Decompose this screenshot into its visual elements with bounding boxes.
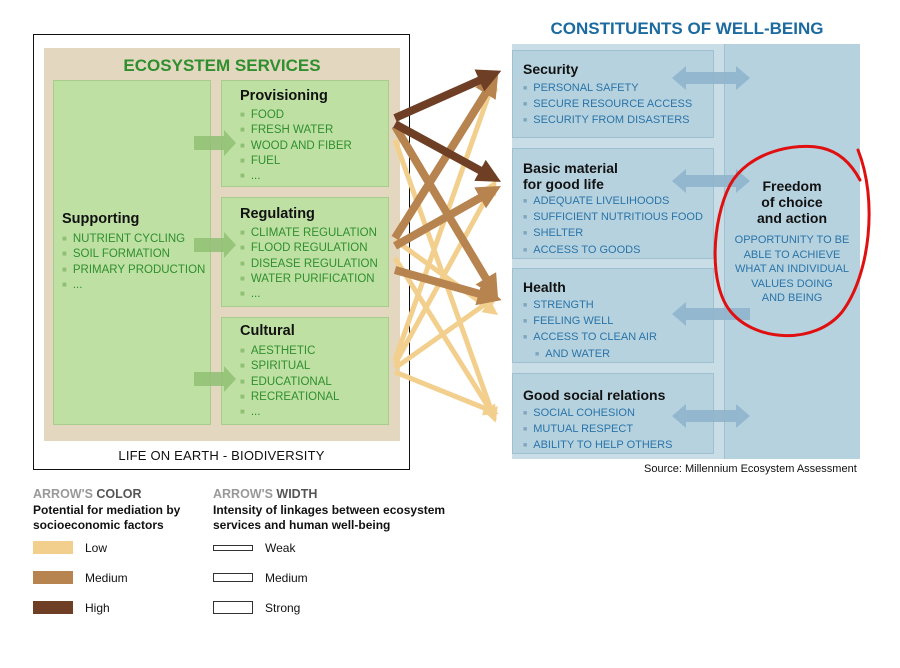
- well-being-title: CONSTITUENTS OF WELL-BEING: [550, 19, 824, 38]
- regulating-title: Regulating: [240, 206, 315, 222]
- legend-color-heading: ARROW'S COLOR: [33, 487, 142, 501]
- social-relations-title: Good social relations: [523, 387, 666, 403]
- list-item: MUTUAL RESPECT: [523, 422, 672, 438]
- list-item-continued: AND WATER: [523, 347, 657, 363]
- list-item: SPIRITUAL: [240, 359, 339, 374]
- legend-width-strong: [213, 601, 253, 614]
- list-item: FUEL: [240, 154, 352, 169]
- freedom-column: [724, 44, 860, 459]
- list-item: SOIL FORMATION: [62, 247, 205, 262]
- list-item: SOCIAL COHESION: [523, 406, 672, 422]
- biodiversity-label: LIFE ON EARTH - BIODIVERSITY: [118, 448, 325, 463]
- list-item: PRIMARY PRODUCTION: [62, 263, 205, 278]
- linkage-arrow: [391, 123, 499, 299]
- legend-swatch-low: [33, 541, 73, 554]
- provisioning-title: Provisioning: [240, 88, 328, 104]
- basic-material-title: Basic material for good life: [523, 160, 618, 192]
- list-item: SHELTER: [523, 226, 703, 242]
- legend-label-width-medium: Medium: [265, 571, 308, 585]
- provisioning-list: FOOD FRESH WATER WOOD AND FIBER FUEL ...: [240, 108, 352, 184]
- list-item: DISEASE REGULATION: [240, 257, 378, 272]
- list-item: ...: [240, 169, 352, 184]
- green-arrow: [194, 130, 236, 156]
- supporting-list: NUTRIENT CYCLING SOIL FORMATION PRIMARY …: [62, 232, 205, 293]
- cultural-title: Cultural: [240, 323, 295, 339]
- legend-label-high: High: [85, 601, 110, 615]
- legend-label-medium: Medium: [85, 571, 128, 585]
- health-list: STRENGTH FEELING WELL ACCESS TO CLEAN AI…: [523, 298, 657, 363]
- red-annotation-circle: [713, 144, 871, 338]
- legend-width-medium: [213, 573, 253, 582]
- list-item: FOOD: [240, 108, 352, 123]
- list-item: STRENGTH: [523, 298, 657, 314]
- supporting-title: Supporting: [62, 211, 140, 227]
- blue-arrows: [672, 66, 750, 428]
- security-list: PERSONAL SAFETY SECURE RESOURCE ACCESS S…: [523, 81, 692, 130]
- source-note: Source: Millennium Ecosystem Assessment: [644, 463, 857, 475]
- list-item: ABILITY TO HELP OTHERS: [523, 438, 672, 454]
- legend-swatch-high: [33, 601, 73, 614]
- list-item: ACCESS TO GOODS: [523, 243, 703, 259]
- legend-width-weak: [213, 545, 253, 551]
- freedom-title: Freedom of choice and action: [756, 178, 827, 226]
- freedom-description: OPPORTUNITY TO BE ABLE TO ACHIEVE WHAT A…: [734, 234, 850, 304]
- list-item: WOOD AND FIBER: [240, 139, 352, 154]
- left-arrow: [672, 302, 750, 326]
- cultural-list: AESTHETIC SPIRITUAL EDUCATIONAL RECREATI…: [240, 344, 340, 420]
- list-item: WATER PURIFICATION: [240, 272, 378, 287]
- list-item: ADEQUATE LIVELIHOODS: [523, 194, 703, 210]
- linkage-arrow: [393, 120, 502, 182]
- legend-label-strong: Strong: [265, 601, 301, 615]
- green-arrow: [194, 232, 236, 258]
- list-item: ...: [62, 278, 205, 293]
- linkage-arrow: [392, 256, 497, 421]
- linkage-arrow: [393, 295, 499, 371]
- linkage-arrow: [391, 73, 499, 241]
- regulating-list: CLIMATE REGULATION FLOOD REGULATION DISE…: [240, 226, 378, 302]
- double-arrow: [672, 404, 750, 428]
- security-title: Security: [523, 61, 579, 77]
- linkage-arrow: [393, 186, 501, 250]
- basic-material-list: ADEQUATE LIVELIHOODS SUFFICIENT NUTRITIO…: [523, 194, 703, 259]
- ecosystem-services-title: ECOSYSTEM SERVICES: [123, 56, 321, 75]
- list-item: PERSONAL SAFETY: [523, 81, 692, 97]
- list-item: FLOOD REGULATION: [240, 241, 378, 256]
- linkage-arrow: [393, 69, 502, 122]
- legend-swatch-medium: [33, 571, 73, 584]
- legend-color-subtitle: Potential for mediation by socioeconomic…: [33, 503, 181, 532]
- legend-width-subtitle: Intensity of linkages between ecosystem …: [213, 503, 446, 532]
- list-item: FEELING WELL: [523, 314, 657, 330]
- list-item: RECREATIONAL: [240, 390, 340, 405]
- legend-label-weak: Weak: [265, 541, 296, 555]
- list-item: ...: [240, 405, 339, 420]
- list-item: CLIMATE REGULATION: [240, 226, 378, 241]
- linkage-arrow: [392, 179, 497, 366]
- linkage-arrow: [393, 266, 502, 306]
- list-item: SECURE RESOURCE ACCESS: [523, 97, 692, 113]
- high-mediation-arrows: [393, 69, 502, 182]
- linkage-arrow: [394, 369, 499, 416]
- supporting-arrows: [194, 130, 236, 392]
- list-item: FRESH WATER: [240, 123, 352, 138]
- double-arrow: [672, 66, 750, 90]
- list-item: AESTHETIC: [240, 344, 339, 359]
- list-item: ACCESS TO CLEAN AIR: [523, 330, 657, 346]
- list-item: SECURITY FROM DISASTERS: [523, 113, 692, 129]
- social-relations-list: SOCIAL COHESION MUTUAL RESPECT ABILITY T…: [523, 406, 672, 455]
- health-title: Health: [523, 279, 566, 295]
- medium-mediation-arrows: [391, 73, 502, 306]
- list-item: EDUCATIONAL: [240, 375, 339, 390]
- list-item: SUFFICIENT NUTRITIOUS FOOD: [523, 210, 703, 226]
- list-item: ...: [240, 287, 378, 302]
- green-arrow: [194, 366, 236, 392]
- legend-width-heading: ARROW'S WIDTH: [213, 487, 318, 501]
- list-item: NUTRIENT CYCLING: [62, 232, 205, 247]
- legend-label-low: Low: [85, 541, 108, 555]
